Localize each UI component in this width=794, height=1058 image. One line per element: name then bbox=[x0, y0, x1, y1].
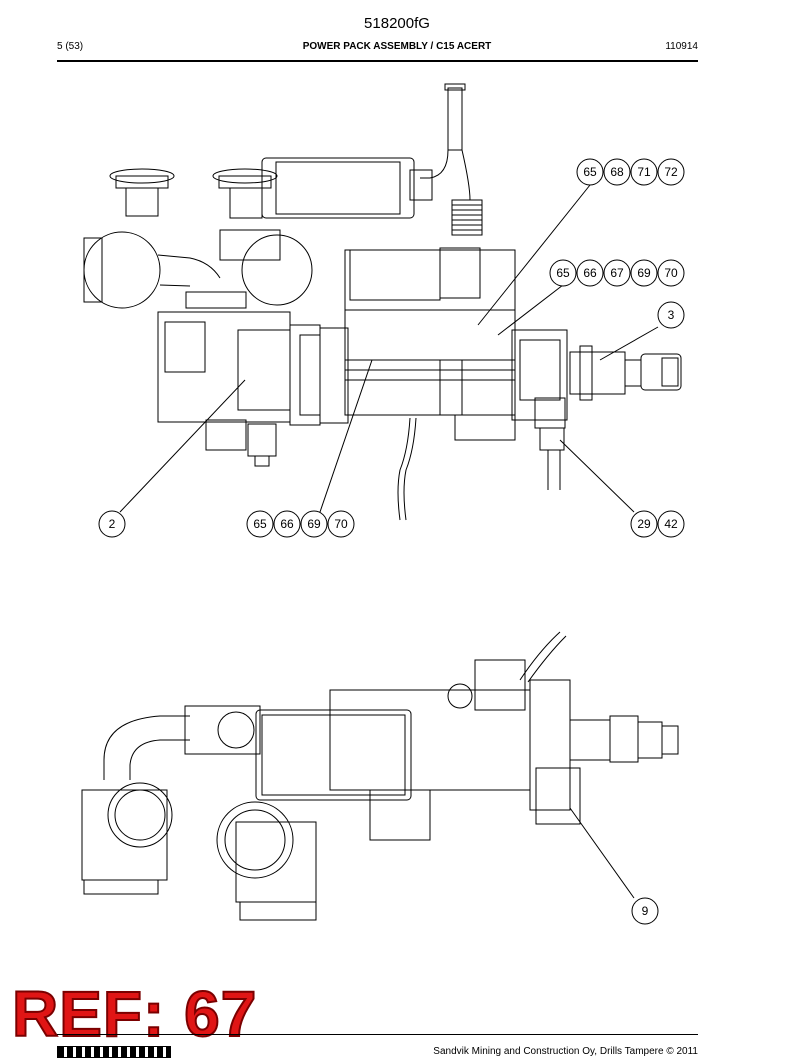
company-logo bbox=[57, 1046, 171, 1058]
callout-65: 65 bbox=[253, 517, 267, 531]
callout-70: 70 bbox=[664, 266, 678, 280]
page-number: 5 (53) bbox=[57, 41, 84, 52]
callout-2: 2 bbox=[109, 517, 116, 531]
callout-72: 72 bbox=[664, 165, 678, 179]
callout-68: 68 bbox=[610, 165, 624, 179]
callout-65: 65 bbox=[556, 266, 570, 280]
callout-3: 3 bbox=[668, 308, 675, 322]
header-divider bbox=[57, 60, 698, 62]
page-title: POWER PACK ASSEMBLY / C15 ACERT bbox=[302, 41, 492, 52]
callout-66: 66 bbox=[280, 517, 294, 531]
footer-divider bbox=[57, 1034, 698, 1035]
callout-69: 69 bbox=[637, 266, 651, 280]
callout-66: 66 bbox=[583, 266, 597, 280]
ref-stamp: REF: 67 bbox=[11, 978, 258, 1050]
callout-70: 70 bbox=[334, 517, 348, 531]
callout-71: 71 bbox=[637, 165, 651, 179]
top-view-assembly bbox=[83, 83, 682, 521]
callout-69: 69 bbox=[307, 517, 321, 531]
callout-9: 9 bbox=[642, 904, 649, 918]
bottom-view-assembly bbox=[81, 631, 679, 921]
callout-67: 67 bbox=[610, 266, 624, 280]
callout-29: 29 bbox=[637, 517, 651, 531]
document-code: 110914 bbox=[665, 41, 698, 52]
footer-copyright: Sandvik Mining and Construction Oy, Dril… bbox=[433, 1046, 698, 1057]
callout-65: 65 bbox=[583, 165, 597, 179]
callout-42: 42 bbox=[664, 517, 678, 531]
document-id: 518200fG bbox=[364, 15, 430, 32]
